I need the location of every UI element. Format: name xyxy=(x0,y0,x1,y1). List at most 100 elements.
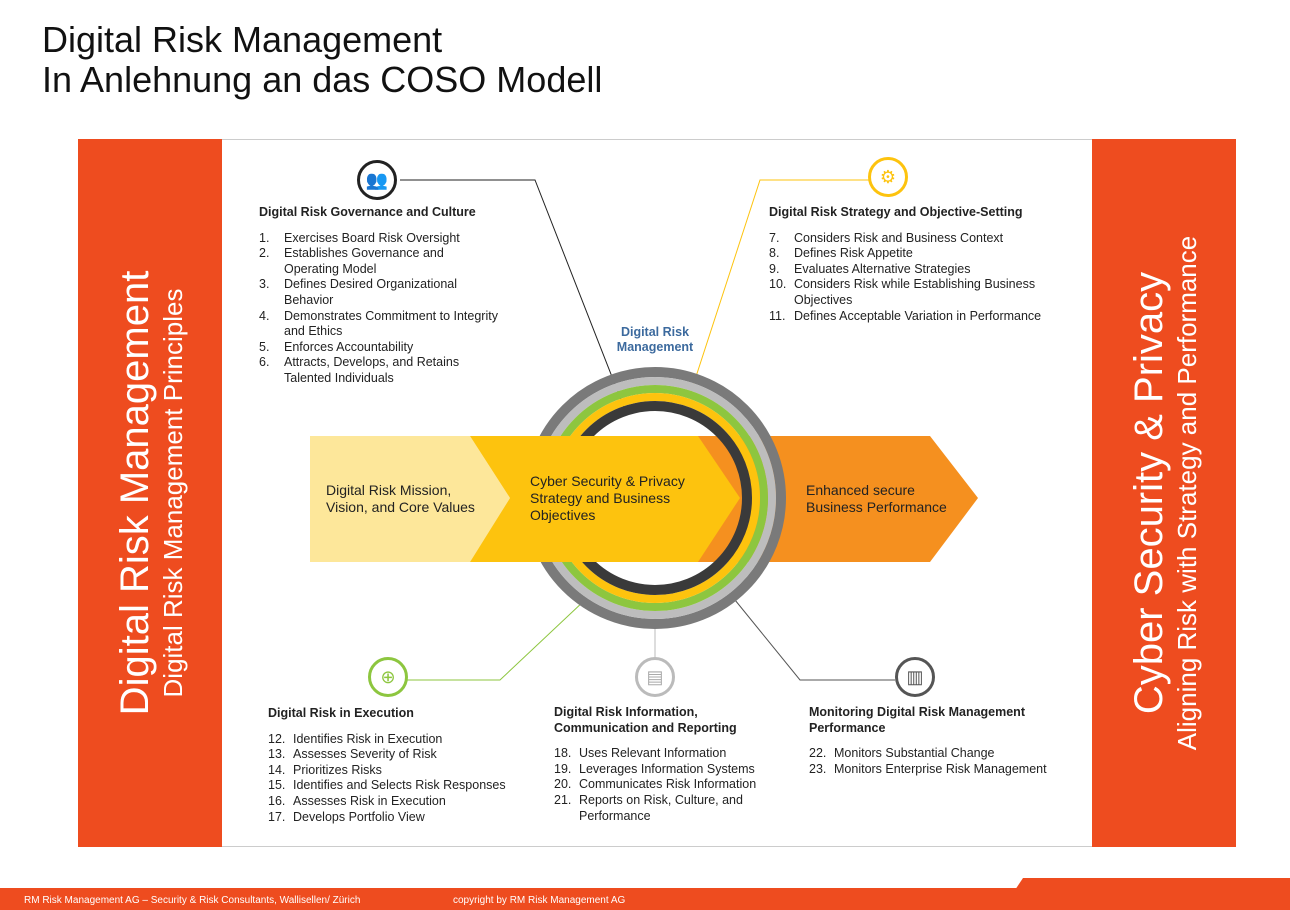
item-number: 13. xyxy=(268,747,286,762)
item-text: Identifies and Selects Risk Responses xyxy=(293,778,506,793)
item-text: Assesses Severity of Risk xyxy=(293,747,437,762)
item-text: Exercises Board Risk Oversight xyxy=(284,230,460,245)
list-item: 23. Monitors Enterprise Risk Management xyxy=(809,762,1069,778)
footer-bar xyxy=(0,888,1290,910)
arrow-mission-label: Digital Risk Mission, Vision, and Core V… xyxy=(326,482,475,515)
people-icon: 👥 xyxy=(357,160,397,200)
block-governance: Digital Risk Governance and Culture 1. Ex… xyxy=(259,205,499,387)
item-number: 11. xyxy=(769,308,786,323)
item-number: 1. xyxy=(259,230,270,245)
list-item: 19. Leverages Information Systems xyxy=(554,762,769,778)
item-number: 17. xyxy=(268,809,286,824)
page-title: Digital Risk Management In Anlehnung an … xyxy=(42,20,602,100)
arrow-results-label: Enhanced secure Business Performance xyxy=(806,482,947,515)
gears-icon: ⚙ xyxy=(868,157,908,197)
item-text: Reports on Risk, Culture, and Performanc… xyxy=(579,792,743,823)
list-item: 9. Evaluates Alternative Strategies xyxy=(769,262,1079,278)
list-item: 8. Defines Risk Appetite xyxy=(769,246,1079,262)
list-item: 20. Communicates Risk Information xyxy=(554,777,769,793)
document-icon: ▤ xyxy=(635,657,675,697)
footer-company: RM Risk Management AG – Security & Risk … xyxy=(24,895,361,906)
item-text: Assesses Risk in Execution xyxy=(293,793,446,808)
item-text: Communicates Risk Information xyxy=(579,777,757,792)
block-title: Digital Risk in Execution xyxy=(268,706,414,720)
rings-front xyxy=(713,436,786,562)
item-text: Demonstrates Commitment to Integrity and… xyxy=(284,308,498,339)
block-title: Digital Risk Information, Communication … xyxy=(554,705,737,735)
block-information: Digital Risk Information, Communication … xyxy=(554,705,769,824)
item-text: Considers Risk while Establishing Busine… xyxy=(794,277,1036,307)
item-number: 18. xyxy=(554,746,572,761)
list-item: 17. Develops Portfolio View xyxy=(268,810,538,826)
item-text: Establishes Governance and Operating Mod… xyxy=(284,246,444,276)
list-item: 6. Attracts, Develops, and Retains Talent… xyxy=(259,355,499,386)
list-item: 3. Defines Desired Organizational Behavio… xyxy=(259,277,499,308)
block-title: Monitoring Digital Risk Management Perfo… xyxy=(809,705,1025,735)
item-number: 14. xyxy=(268,762,286,777)
item-text: Uses Relevant Information xyxy=(579,746,727,761)
block-strategy: Digital Risk Strategy and Objective-Sett… xyxy=(769,205,1079,324)
item-number: 6. xyxy=(259,355,270,370)
title-line-1: Digital Risk Management xyxy=(42,19,443,60)
item-number: 3. xyxy=(259,277,270,292)
magnifier-icon: ⊕ xyxy=(368,657,408,697)
item-number: 5. xyxy=(259,339,270,354)
list-item: 13. Assesses Severity of Risk xyxy=(268,747,538,763)
arrow-mission xyxy=(310,436,510,562)
list-item: 18. Uses Relevant Information xyxy=(554,746,769,762)
list-item: 7. Considers Risk and Business Context xyxy=(769,231,1079,247)
item-number: 2. xyxy=(259,246,270,261)
title-line-2: In Anlehnung an das COSO Modell xyxy=(42,59,603,100)
list-item: 10. Considers Risk while Establishing Bus… xyxy=(769,277,1079,308)
item-number: 19. xyxy=(554,761,572,776)
item-number: 16. xyxy=(268,793,286,808)
item-text: Attracts, Develops, and Retains Talented… xyxy=(284,355,460,385)
item-text: Monitors Enterprise Risk Management xyxy=(834,761,1047,776)
footer-tab xyxy=(1015,878,1290,890)
item-text: Leverages Information Systems xyxy=(579,761,755,776)
item-number: 8. xyxy=(769,246,780,261)
item-text: Defines Risk Appetite xyxy=(794,246,913,261)
item-text: Defines Acceptable Variation in Performa… xyxy=(794,308,1042,323)
list-item: 5. Enforces Accountability xyxy=(259,340,499,356)
item-number: 10. xyxy=(769,277,787,292)
item-text: Considers Risk and Business Context xyxy=(794,230,1004,245)
item-number: 22. xyxy=(809,746,827,761)
item-text: Enforces Accountability xyxy=(284,339,414,354)
list-item: 15. Identifies and Selects Risk Responses xyxy=(268,778,538,794)
arrow-strategy-label: Cyber Security & Privacy Strategy and Bu… xyxy=(530,473,685,523)
item-number: 12. xyxy=(268,731,286,746)
list-item: 1. Exercises Board Risk Oversight xyxy=(259,231,499,247)
connector-lines xyxy=(400,179,895,681)
item-number: 7. xyxy=(769,230,780,245)
item-number: 4. xyxy=(259,308,270,323)
item-number: 23. xyxy=(809,761,827,776)
footer-copyright: copyright by RM Risk Management AG xyxy=(453,895,626,906)
list-item: 14. Prioritizes Risks xyxy=(268,763,538,779)
item-number: 15. xyxy=(268,778,286,793)
block-monitoring: Monitoring Digital Risk Management Perfo… xyxy=(809,705,1069,777)
item-number: 9. xyxy=(769,261,780,276)
list-item: 2. Establishes Governance and Operating M… xyxy=(259,246,499,277)
block-title: Digital Risk Governance and Culture xyxy=(259,205,476,219)
item-text: Defines Desired Organizational Behavior xyxy=(284,277,458,307)
item-text: Prioritizes Risks xyxy=(293,762,382,777)
item-number: 20. xyxy=(554,777,572,792)
bar-chart-icon: ▥ xyxy=(895,657,935,697)
list-item: 11. Defines Acceptable Variation in Perfo… xyxy=(769,309,1079,325)
list-item: 22. Monitors Substantial Change xyxy=(809,746,1069,762)
block-execution: Digital Risk in Execution 12. Identifies … xyxy=(268,706,538,825)
item-number: 21. xyxy=(554,792,572,807)
item-text: Develops Portfolio View xyxy=(293,809,425,824)
arrow-strategy xyxy=(470,436,740,562)
block-title: Digital Risk Strategy and Objective-Sett… xyxy=(769,205,1023,219)
item-text: Evaluates Alternative Strategies xyxy=(794,261,971,276)
item-text: Identifies Risk in Execution xyxy=(293,731,443,746)
list-item: 4. Demonstrates Commitment to Integrity a… xyxy=(259,309,499,340)
list-item: 16. Assesses Risk in Execution xyxy=(268,794,538,810)
list-item: 12. Identifies Risk in Execution xyxy=(268,732,538,748)
item-text: Monitors Substantial Change xyxy=(834,746,995,761)
